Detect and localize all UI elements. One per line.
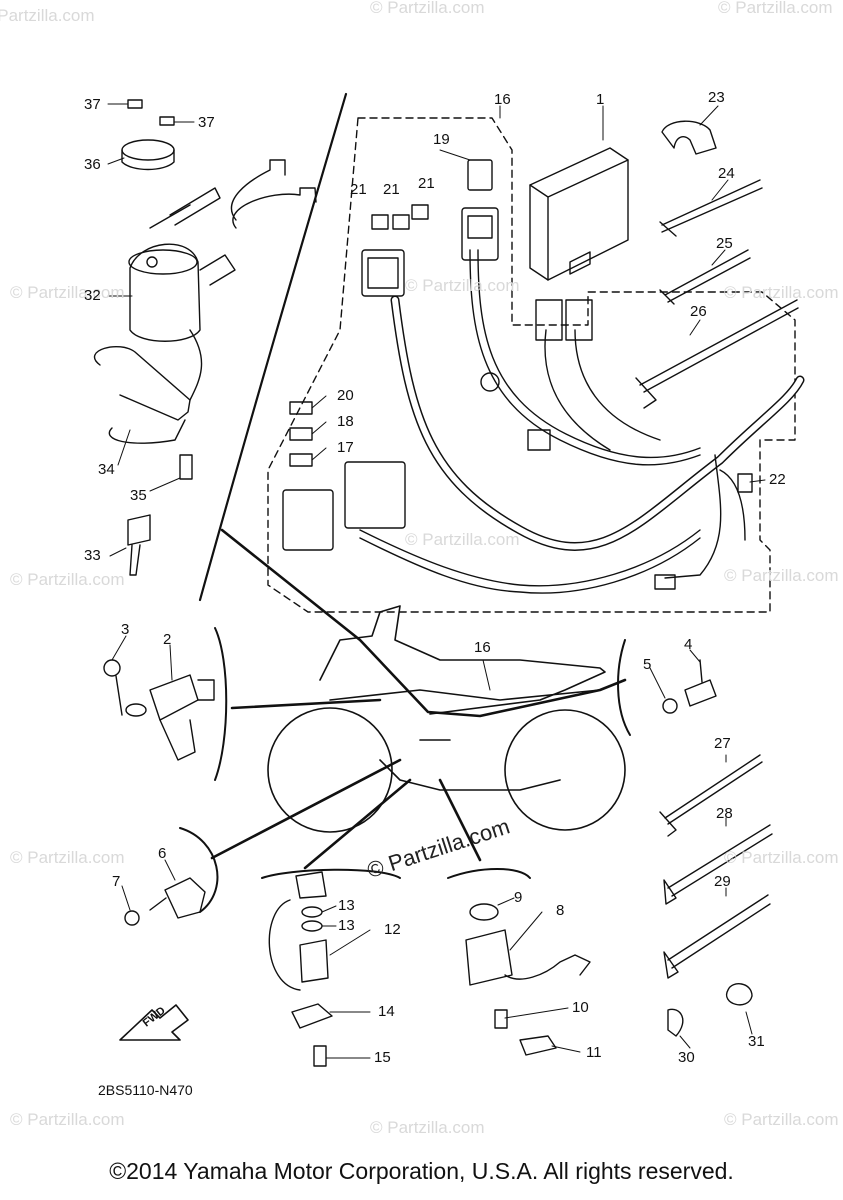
wire-harness bbox=[359, 249, 805, 594]
motorcycle-silhouette bbox=[267, 605, 626, 833]
callout-16a: 16 bbox=[494, 91, 511, 108]
group-bracket-left bbox=[198, 92, 348, 602]
callout-21b: 21 bbox=[383, 181, 400, 198]
callout-19: 19 bbox=[433, 131, 450, 148]
bolt-22 bbox=[737, 473, 753, 493]
callout-11: 11 bbox=[586, 1044, 602, 1061]
callout-31: 31 bbox=[748, 1033, 765, 1050]
callout-30: 30 bbox=[678, 1049, 695, 1066]
callout-14: 14 bbox=[378, 1003, 395, 1020]
watermark: © Partzilla.com bbox=[405, 530, 520, 549]
watermark: © Partzilla.com bbox=[718, 0, 833, 17]
watermark: © Partzilla.com bbox=[0, 6, 95, 25]
key-33 bbox=[127, 514, 151, 576]
callout-24: 24 bbox=[718, 165, 735, 182]
callout-34: 34 bbox=[98, 461, 115, 478]
leader-lines bbox=[210, 528, 627, 870]
watermark: © Partzilla.com bbox=[370, 1118, 485, 1137]
callout-21a: 21 bbox=[350, 181, 367, 198]
cable-tie-27 bbox=[659, 754, 763, 837]
group-bracket-speed bbox=[261, 868, 401, 879]
callout-18: 18 bbox=[337, 413, 354, 430]
callout-25: 25 bbox=[716, 235, 733, 252]
callout-2: 2 bbox=[163, 631, 172, 648]
cable-tie-29 bbox=[663, 894, 771, 979]
callout-36: 36 bbox=[84, 156, 101, 173]
neutral-switch-6 bbox=[149, 877, 206, 919]
watermark: © Partzilla.com bbox=[10, 1110, 125, 1129]
bracket-34 bbox=[93, 345, 191, 444]
gasket-5 bbox=[662, 698, 678, 714]
callout-8: 8 bbox=[556, 902, 565, 919]
diagram-code: 2BS5110-N470 bbox=[98, 1082, 193, 1098]
cable-tie-26 bbox=[635, 299, 799, 409]
callout-15: 15 bbox=[374, 1049, 391, 1066]
watermark: © Partzilla.com bbox=[724, 1110, 839, 1129]
watermark: © Partzilla.com bbox=[10, 283, 125, 302]
bolt-35 bbox=[179, 454, 193, 480]
callout-16b: 16 bbox=[474, 639, 491, 656]
callout-1: 1 bbox=[596, 91, 605, 108]
callout-17: 17 bbox=[337, 439, 354, 456]
watermark: © Partzilla.com bbox=[370, 0, 485, 17]
clamp-31 bbox=[725, 983, 753, 1006]
cable-tie-25 bbox=[659, 249, 751, 305]
relay-connectors bbox=[282, 207, 676, 590]
callout-35: 35 bbox=[130, 487, 147, 504]
fuses bbox=[371, 159, 493, 230]
callout-4: 4 bbox=[684, 636, 693, 653]
callout-27: 27 bbox=[714, 735, 731, 752]
watermark: © Partzilla.com bbox=[724, 566, 839, 585]
callout-37a: 37 bbox=[84, 96, 101, 113]
callout-23: 23 bbox=[708, 89, 725, 106]
callout-6: 6 bbox=[158, 845, 167, 862]
ignition-coil bbox=[103, 659, 215, 761]
main-switch bbox=[128, 159, 317, 401]
callout-13a: 13 bbox=[338, 897, 355, 914]
fwd-arrow bbox=[119, 1004, 189, 1041]
cable-tie-24 bbox=[659, 179, 763, 237]
callout-37b: 37 bbox=[198, 114, 215, 131]
callout-32: 32 bbox=[84, 287, 101, 304]
callout-10: 10 bbox=[572, 999, 589, 1016]
ecu-unit bbox=[529, 147, 629, 281]
watermark: © Partzilla.com bbox=[10, 570, 125, 589]
clamp-23 bbox=[661, 120, 717, 155]
group-bracket-pickup bbox=[447, 868, 531, 879]
callout-28: 28 bbox=[716, 805, 733, 822]
insert-37b bbox=[159, 116, 175, 126]
pickup-8 bbox=[465, 903, 591, 1056]
group-bracket-switch bbox=[179, 827, 219, 913]
callout-7: 7 bbox=[112, 873, 121, 890]
watermark: © Partzilla.com bbox=[724, 848, 839, 867]
copyright-notice: ©2014 Yamaha Motor Corporation, U.S.A. A… bbox=[109, 1158, 734, 1184]
cover-36 bbox=[121, 139, 175, 161]
callout-12: 12 bbox=[384, 921, 401, 938]
harness-dashed-border bbox=[267, 117, 796, 613]
callout-29: 29 bbox=[714, 873, 731, 890]
callout-33: 33 bbox=[84, 547, 101, 564]
callout-5: 5 bbox=[643, 656, 652, 673]
watermark: © Partzilla.com bbox=[405, 276, 520, 295]
group-bracket-sensor bbox=[617, 639, 631, 736]
sensor-4 bbox=[684, 659, 717, 707]
callout-22: 22 bbox=[769, 471, 786, 488]
callout-3: 3 bbox=[121, 621, 130, 638]
group-bracket-coil bbox=[214, 627, 228, 781]
callout-13b: 13 bbox=[338, 917, 355, 934]
insert-37a bbox=[127, 99, 143, 109]
watermark: © Partzilla.com bbox=[10, 848, 125, 867]
cable-tie-28 bbox=[663, 824, 773, 905]
callout-21c: 21 bbox=[418, 175, 435, 192]
clamp-30 bbox=[667, 1008, 684, 1037]
speed-sensor-12 bbox=[268, 871, 333, 1067]
gasket-7 bbox=[124, 910, 140, 926]
callout-9: 9 bbox=[514, 889, 523, 906]
callout-20: 20 bbox=[337, 387, 354, 404]
small-relays bbox=[289, 401, 313, 467]
callout-leaders bbox=[107, 103, 766, 1059]
callout-26: 26 bbox=[690, 303, 707, 320]
watermark: © Partzilla.com bbox=[724, 283, 839, 302]
